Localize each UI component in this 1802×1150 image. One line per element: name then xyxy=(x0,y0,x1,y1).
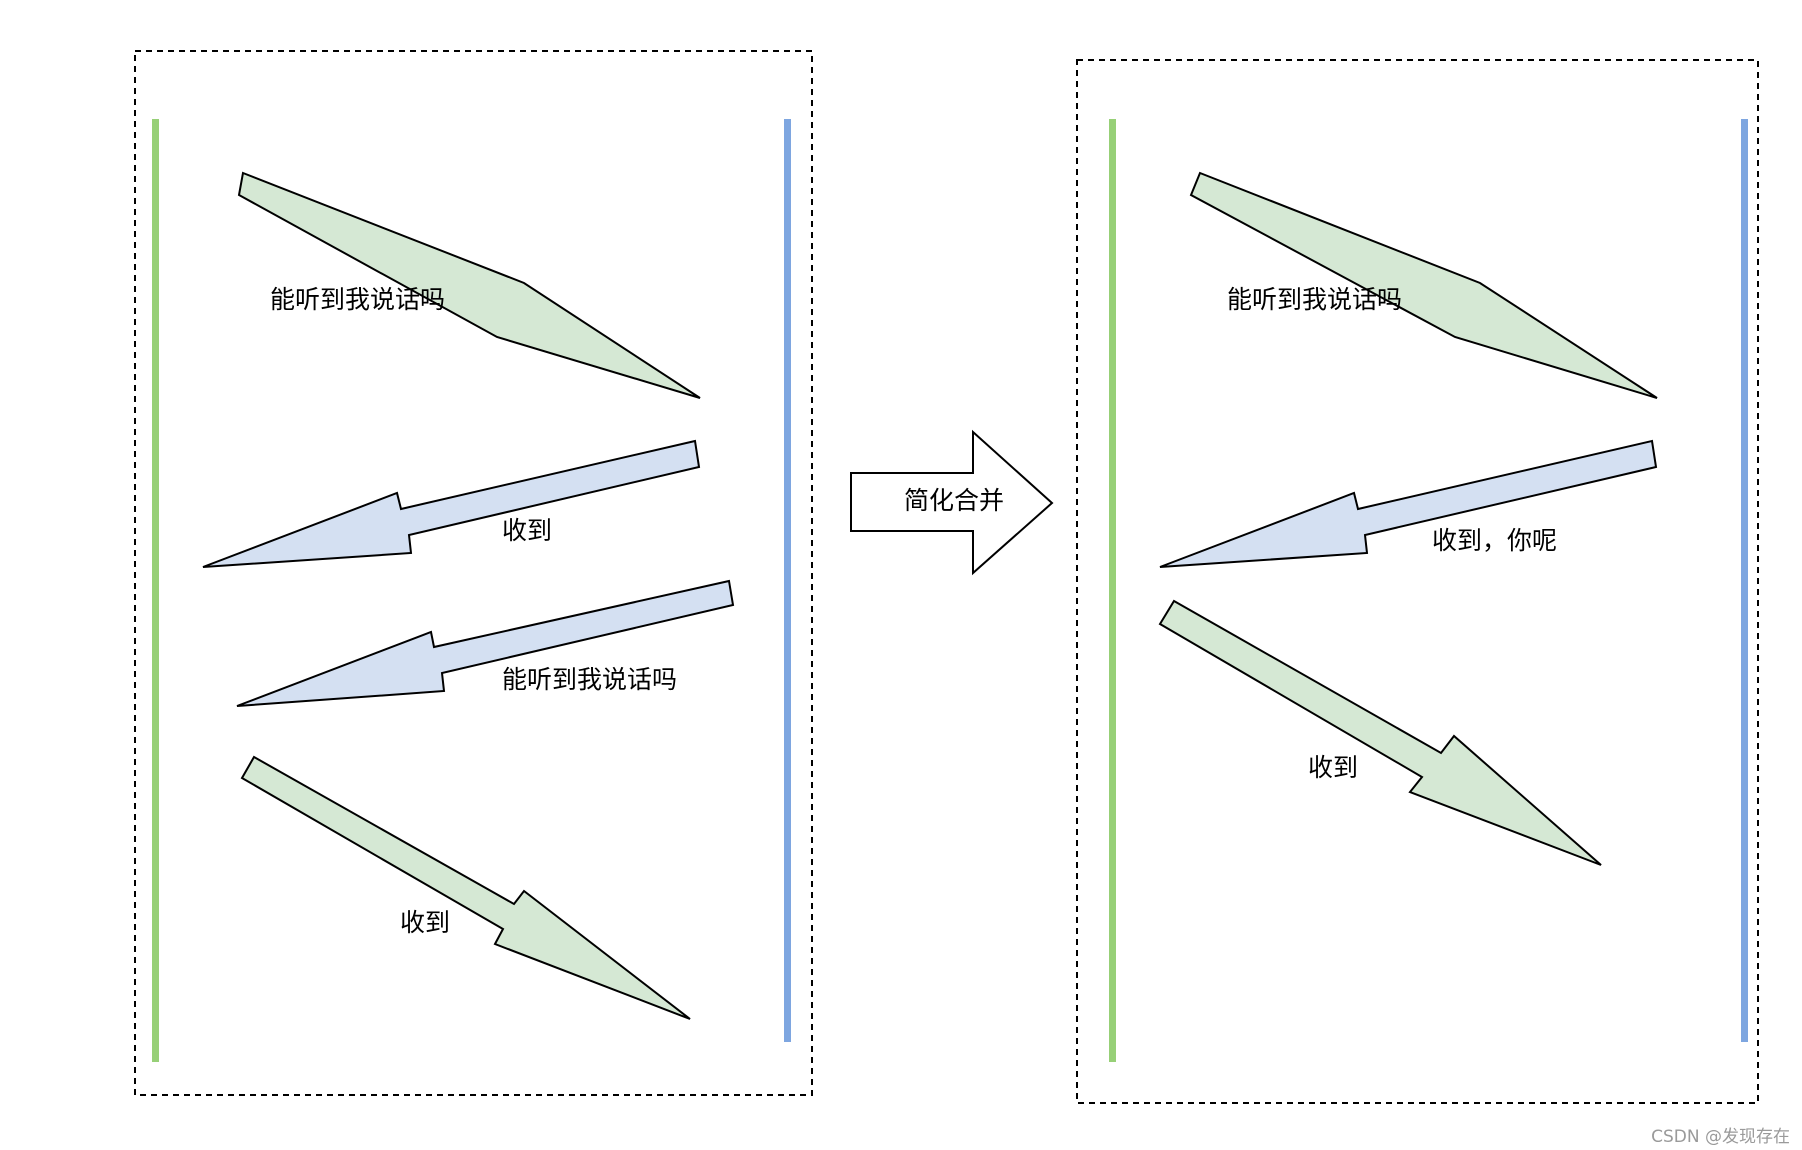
left-message-2-arrow xyxy=(202,439,701,568)
right-client-lifeline xyxy=(1109,119,1116,1062)
right-message-1-arrow xyxy=(1189,171,1658,399)
left-message-1-label: 能听到我说话吗 xyxy=(270,285,445,314)
left-message-3-arrow xyxy=(236,579,735,707)
watermark: CSDN @发现存在 xyxy=(1651,1127,1790,1147)
transition-label: 简化合并 xyxy=(904,486,1004,515)
right-server-lifeline xyxy=(1741,119,1748,1042)
left-message-2-label: 收到 xyxy=(502,516,552,545)
right-message-2-arrow xyxy=(1159,439,1658,568)
right-panel-frame xyxy=(1076,59,1759,1104)
right-message-1-label: 能听到我说话吗 xyxy=(1227,285,1402,314)
left-message-4-label: 收到 xyxy=(400,908,450,937)
left-panel: 能听到我说话吗 收到 能听到我说话吗 收到 xyxy=(134,50,813,1096)
left-message-1-arrow xyxy=(237,171,701,399)
right-message-2-label: 收到，你呢 xyxy=(1432,526,1557,555)
left-message-4-arrow xyxy=(240,755,691,1020)
left-client-lifeline xyxy=(152,119,159,1062)
right-panel: 能听到我说话吗 收到，你呢 收到 xyxy=(1076,59,1759,1104)
transition: 简化合并 xyxy=(850,429,1054,576)
left-message-3-label: 能听到我说话吗 xyxy=(502,665,677,694)
left-server-lifeline xyxy=(784,119,791,1042)
right-message-3-arrow xyxy=(1158,599,1602,866)
transition-arrow-shape xyxy=(850,429,1054,576)
left-panel-frame xyxy=(134,50,813,1096)
right-message-3-label: 收到 xyxy=(1308,753,1358,782)
